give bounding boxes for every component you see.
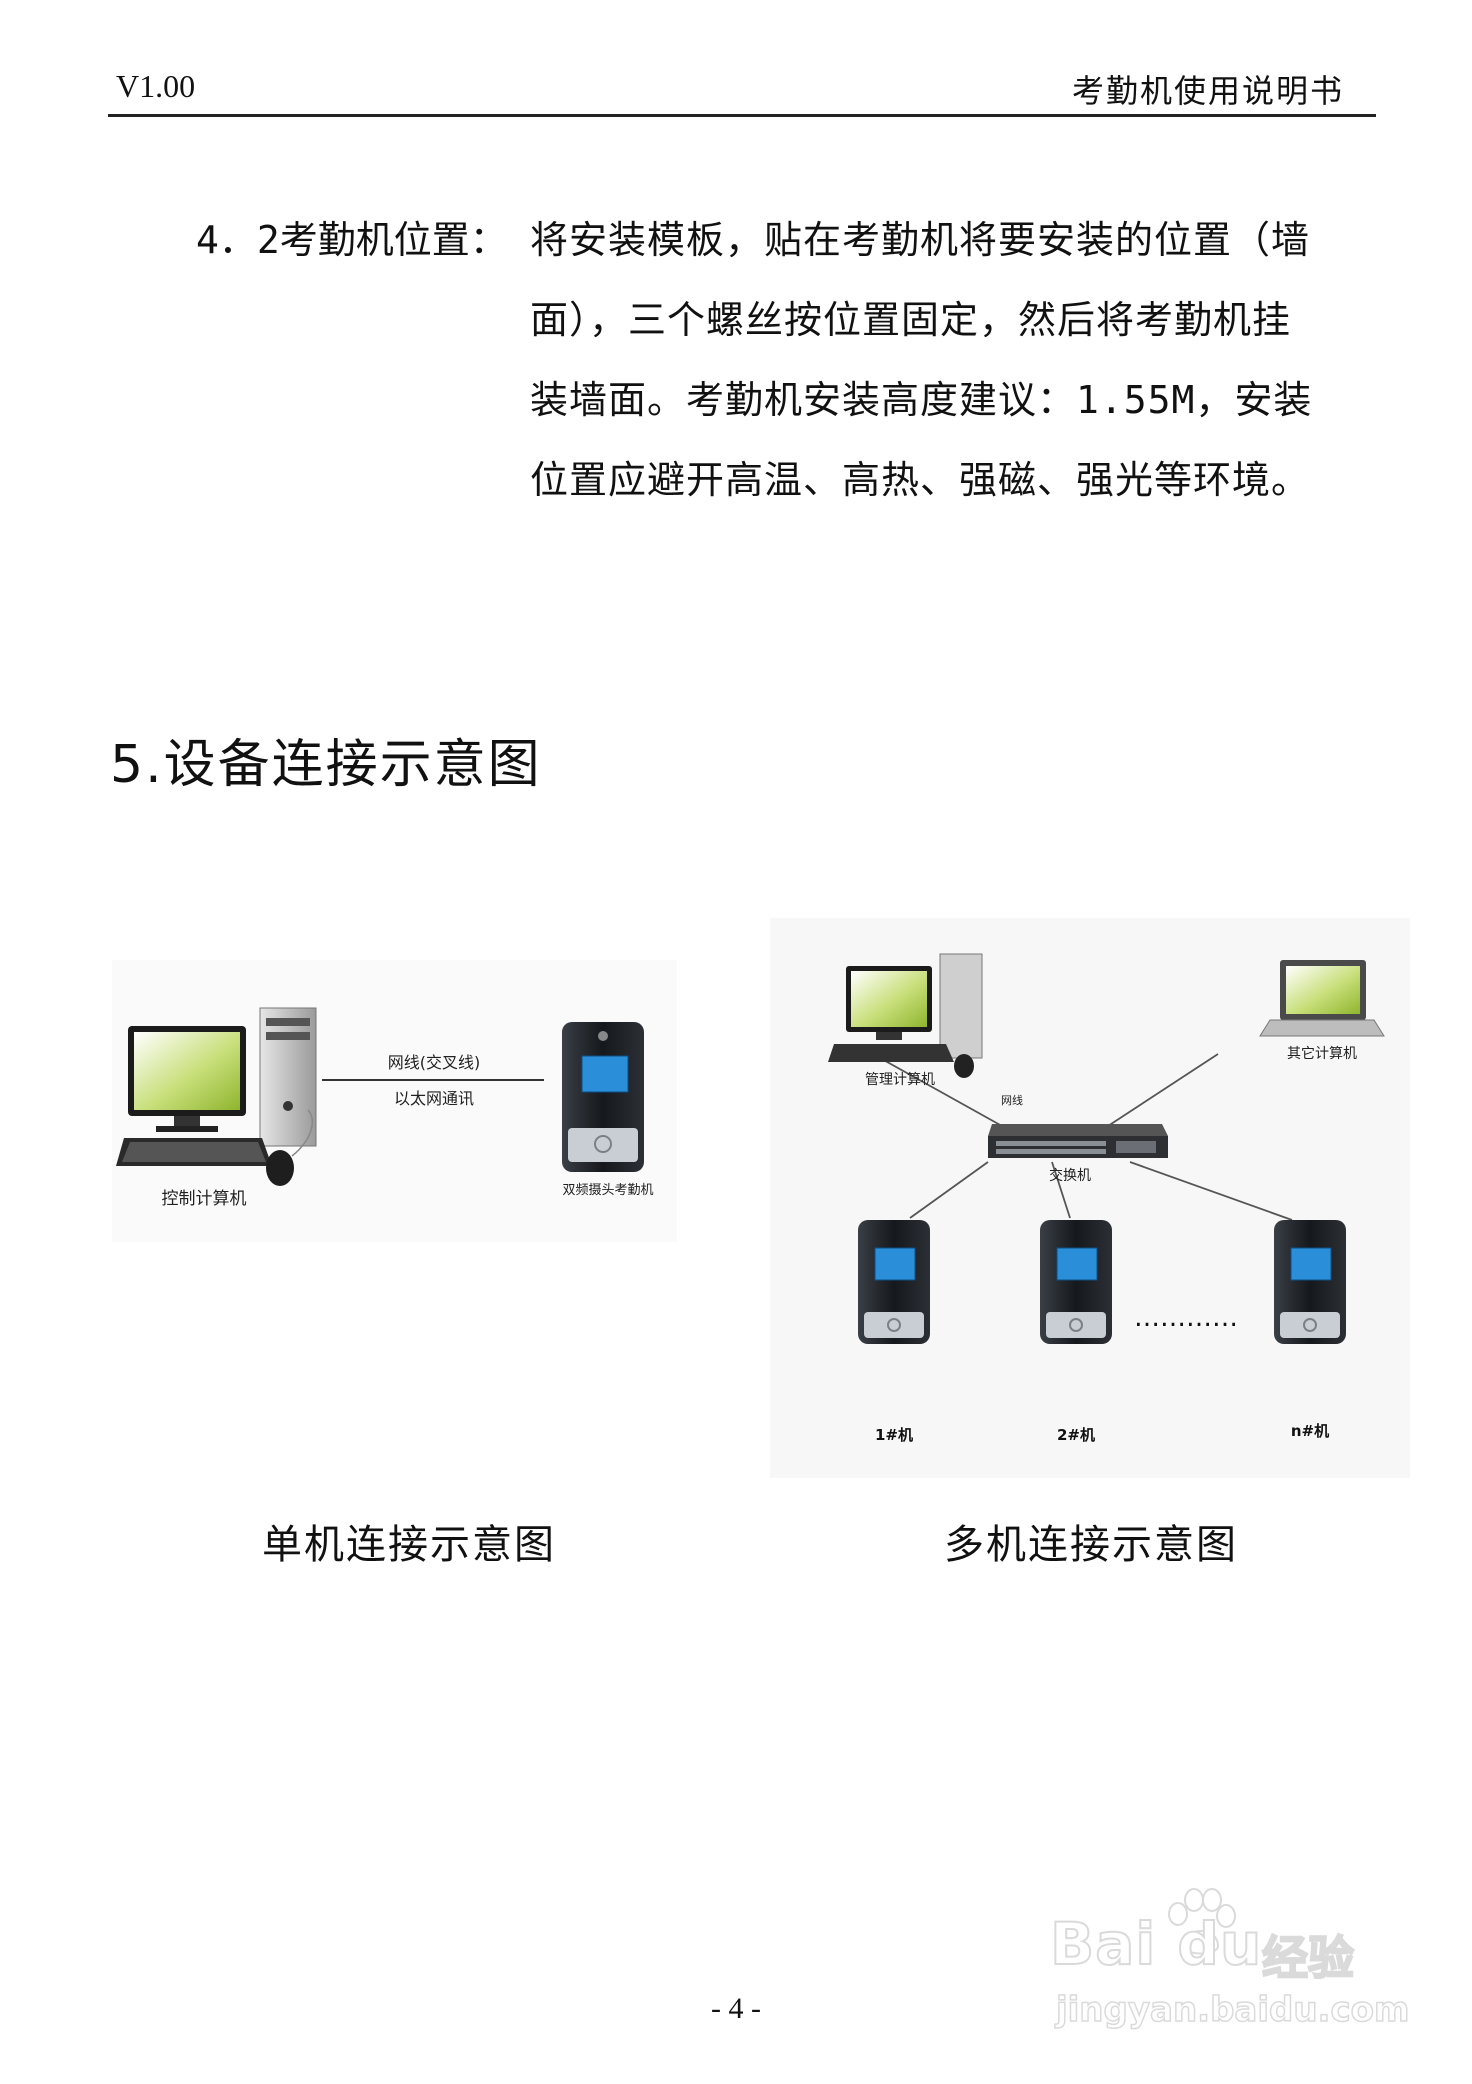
switch-label: 交换机 (1049, 1167, 1091, 1184)
body-line: 面），三个螺丝按位置固定，然后将考勤机挂 (530, 298, 1292, 342)
watermark-product: 经验 (1261, 1930, 1355, 1986)
cable-label: 网线 (1001, 1093, 1023, 1107)
other-pc-label: 其它计算机 (1287, 1045, 1357, 1062)
laptop-icon (1259, 960, 1385, 1037)
keyboard-icon (116, 1138, 272, 1166)
mouse-icon (266, 1150, 294, 1186)
management-pc-icon (828, 953, 983, 1078)
multi-diagram-caption: 多机连接示意图 (944, 1522, 1238, 1568)
watermark-url: jingyan.baidu.com (1055, 1989, 1410, 2031)
attendance-device-icon (562, 1022, 644, 1172)
device-label: 双频摄头考勤机 (562, 1183, 653, 1198)
single-connection-diagram: 网线(交叉线) 以太网通讯 控制计算机 双频摄头考勤机 (112, 960, 677, 1242)
pc-tower-icon (259, 1007, 317, 1147)
device-label: 1#机 (875, 1426, 913, 1444)
comm-label: 以太网通讯 (394, 1089, 474, 1108)
watermark-brand: Bai du (1049, 1909, 1263, 1979)
body-line: 将安装模板，贴在考勤机将要安装的位置（墙 (530, 218, 1311, 262)
computer-label: 控制计算机 (162, 1189, 247, 1209)
monitor-icon (128, 1026, 246, 1132)
ellipsis-label: ………… (1134, 1303, 1238, 1333)
network-links (879, 1053, 1293, 1221)
manual-title: 考勤机使用说明书 (1071, 72, 1344, 110)
attendance-device-icon (1274, 1220, 1346, 1344)
section-4-2-label: 4．2考勤机位置： (196, 218, 508, 262)
network-switch-icon (988, 1124, 1168, 1158)
single-diagram-svg: 网线(交叉线) 以太网通讯 控制计算机 双频摄头考勤机 (116, 1007, 654, 1209)
paw-icon (1168, 1888, 1236, 1955)
cable-label: 网线(交叉线) (388, 1053, 481, 1072)
attendance-device-icon (1040, 1220, 1112, 1344)
baidu-watermark: Bai du 经验 jingyan.baidu.com (1049, 1888, 1410, 2042)
device-label: 2#机 (1057, 1426, 1095, 1444)
attendance-device-icon (858, 1220, 930, 1344)
version-label: V1.00 (116, 68, 196, 104)
body-line: 装墙面。考勤机安装高度建议：1.55M，安装 (530, 378, 1313, 422)
page-number: - 4 - (711, 1992, 761, 2025)
page-header: V1.00 考勤机使用说明书 (108, 62, 1376, 117)
section-5-heading: 5.设备连接示意图 (110, 735, 542, 795)
body-line: 位置应避开高温、高热、强磁、强光等环境。 (530, 458, 1311, 502)
device-label: n#机 (1291, 1422, 1329, 1440)
single-diagram-caption: 单机连接示意图 (262, 1522, 556, 1568)
mgmt-pc-label: 管理计算机 (865, 1072, 935, 1088)
multi-diagram-svg: 管理计算机 其它计算机 网线 交换机 (828, 953, 1385, 1444)
multi-connection-diagram: 管理计算机 其它计算机 网线 交换机 (770, 918, 1410, 1478)
section-4-2-body: 将安装模板，贴在考勤机将要安装的位置（墙 面），三个螺丝按位置固定，然后将考勤机… (530, 200, 1370, 520)
